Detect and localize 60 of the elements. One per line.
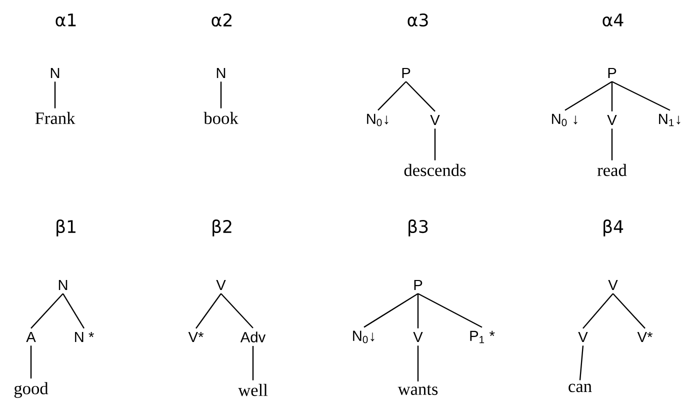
tree-branch (252, 346, 254, 380)
tree-branch (220, 293, 254, 328)
tree-node-label: N$_{0}$↓ (367, 114, 388, 126)
tree-node-label: Adv (240, 332, 266, 342)
tree-node-label: V (607, 114, 617, 126)
tree-node-label: N$_{0}$ ↓ (552, 114, 578, 126)
tree-branch (378, 81, 406, 111)
tree-node-label: A (26, 332, 36, 342)
tree-branch (30, 293, 64, 329)
tree-leaf-word: read (597, 164, 627, 176)
tree-node-label: V* (637, 332, 652, 342)
tree-title: α2 (212, 13, 232, 27)
tree-leaf-word: Frank (35, 112, 76, 124)
tree-branch (417, 346, 419, 382)
tree-leaf-word: wants (398, 385, 438, 395)
tree-branch (30, 346, 32, 378)
tree-branch (564, 81, 612, 111)
tree-title: β2 (212, 220, 232, 236)
tree-node-label: N * (75, 332, 94, 342)
tree-node-label: V (430, 114, 440, 126)
tree-branch (611, 128, 613, 160)
tree-branch (220, 82, 222, 108)
tree-leaf-word: well (238, 384, 268, 396)
tree-node-label: V (413, 332, 423, 342)
tree-node-label: N$_{0}$↓ (353, 330, 374, 344)
tree-branch (62, 293, 85, 329)
tree-node-label: N (58, 280, 68, 290)
tree-node-label: N (50, 68, 60, 78)
tree-title: β3 (408, 220, 428, 236)
tree-branch (364, 293, 418, 328)
tree-branch (612, 81, 670, 111)
tree-node-label: P (402, 68, 410, 78)
tree-title: β4 (604, 220, 624, 236)
tree-node-label: P$_{1}$ * (470, 330, 495, 344)
tree-branch (406, 81, 436, 112)
tree-node-label: V (216, 280, 226, 290)
tree-leaf-word: can (568, 384, 592, 392)
tree-branch (417, 294, 419, 328)
tree-branch (196, 293, 222, 329)
tree-title: α1 (56, 14, 76, 26)
tree-node-label: N (216, 68, 226, 78)
tree-leaf-word: good (14, 382, 48, 398)
tree-branch (582, 293, 614, 329)
tree-branch (434, 128, 436, 160)
tree-node-label: P (414, 280, 422, 290)
tree-title: β1 (56, 220, 76, 236)
tree-branch (54, 82, 56, 108)
tree-title: α4 (602, 14, 624, 26)
tree-title: α3 (408, 13, 428, 27)
tree-branch (579, 346, 584, 380)
tree-leaf-word: book (204, 112, 238, 124)
tree-branch (611, 82, 613, 112)
tree-leaf-word: descends (404, 164, 466, 176)
tree-node-label: N$_{1}$↓ (659, 114, 680, 126)
tree-node-label: V (608, 280, 618, 290)
tree-node-label: P (608, 68, 616, 78)
tree-node-label: V (578, 332, 588, 342)
tree-branch (612, 293, 646, 329)
tree-node-label: V* (188, 332, 204, 342)
tree-branch (418, 293, 482, 328)
